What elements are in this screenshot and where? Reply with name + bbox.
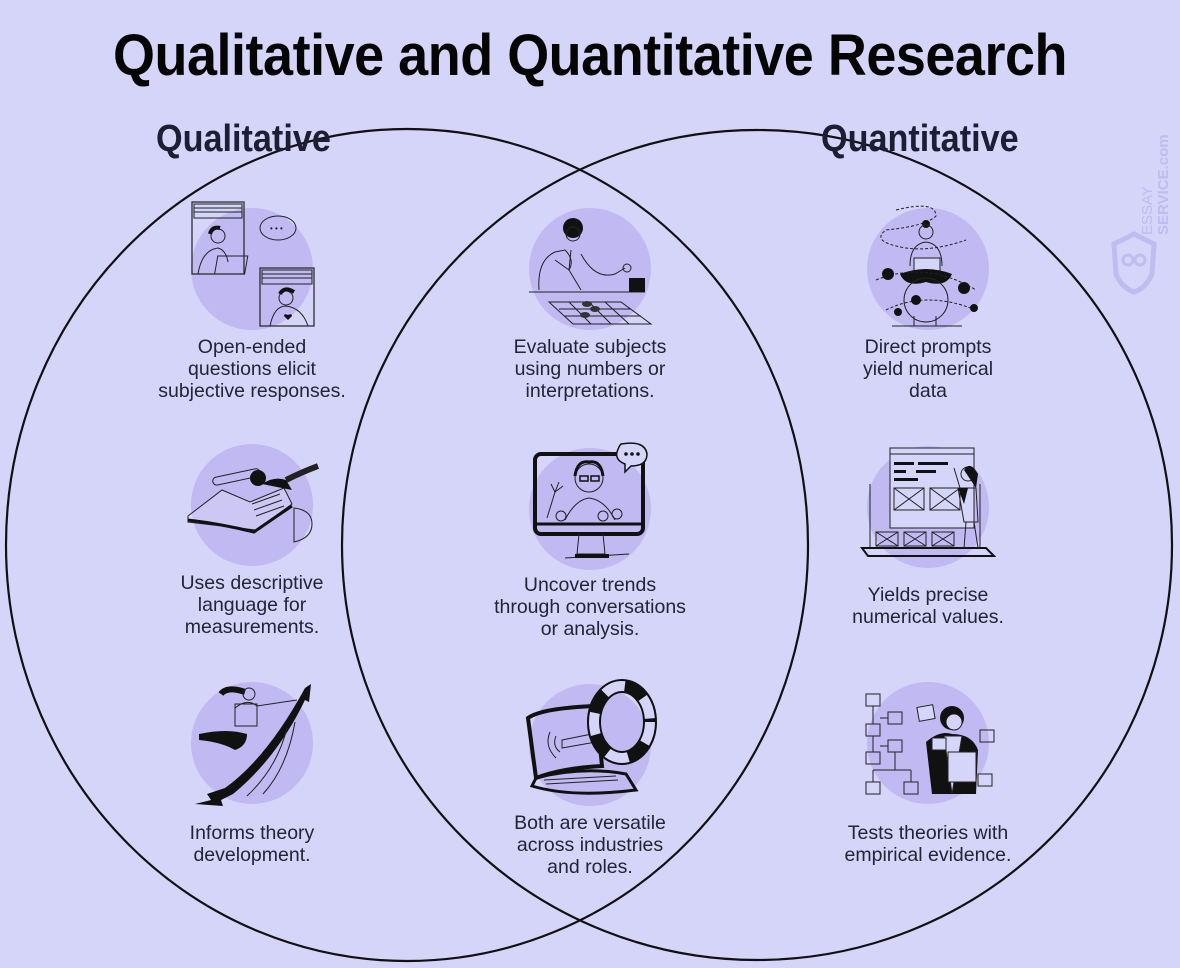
watermark: ESSAY SERVICE.com bbox=[1108, 110, 1172, 300]
caption: Tests theories with empirical evidence. bbox=[844, 822, 1012, 866]
quantitative-item-2: Yields precise numerical values. bbox=[798, 444, 1058, 644]
icon-blob bbox=[191, 444, 313, 566]
qualitative-item-2: Uses descriptive language for measuremen… bbox=[122, 444, 382, 644]
person-reading-book-icon bbox=[187, 463, 320, 543]
caption: Informs theory development. bbox=[189, 822, 315, 866]
person-riding-arrow-icon bbox=[195, 684, 311, 806]
person-flowchart-icon bbox=[865, 693, 995, 795]
svg-text:• • •: • • • bbox=[270, 224, 283, 233]
owl-shield-logo-icon bbox=[1111, 231, 1157, 295]
caption: Direct prompts yield numerical data bbox=[862, 336, 994, 402]
caption: Evaluate subjects using numbers or inter… bbox=[513, 336, 667, 402]
caption: Uncover trends through conversations or … bbox=[494, 574, 686, 640]
person-playing-board-game-icon bbox=[529, 218, 653, 325]
qualitative-label: Qualitative bbox=[156, 118, 331, 160]
caption: Uses descriptive language for measuremen… bbox=[180, 572, 324, 638]
shared-item-1: Evaluate subjects using numbers or inter… bbox=[460, 206, 720, 406]
quantitative-item-3: Tests theories with empirical evidence. bbox=[798, 682, 1058, 872]
watermark-text: ESSAY SERVICE.com bbox=[1139, 134, 1172, 235]
meditating-person-apps-icon bbox=[875, 205, 978, 327]
caption: Both are versatile across industries and… bbox=[514, 812, 666, 878]
caption: Open-ended questions elicit subjective r… bbox=[158, 336, 346, 402]
caption: Yields precise numerical values. bbox=[852, 584, 1004, 628]
video-call-monitor-icon bbox=[533, 442, 648, 559]
quantitative-label: Quantitative bbox=[821, 118, 1019, 160]
video-chat-people-icon: • • • bbox=[191, 201, 315, 327]
page-title: Qualitative and Quantitative Research bbox=[112, 23, 1068, 88]
shared-item-2: Uncover trends through conversations or … bbox=[460, 440, 720, 645]
laptop-lifebuoy-icon bbox=[525, 679, 657, 795]
shared-item-3: Both are versatile across industries and… bbox=[460, 678, 720, 878]
qualitative-item-3: Informs theory development. bbox=[122, 682, 382, 872]
quantitative-item-1: Direct prompts yield numerical data bbox=[798, 200, 1058, 405]
person-presenting-wireframe-icon bbox=[860, 447, 996, 557]
icon-blob bbox=[191, 682, 313, 804]
qualitative-item-1: • • • Open-ended questions elicit subjec… bbox=[122, 196, 382, 406]
